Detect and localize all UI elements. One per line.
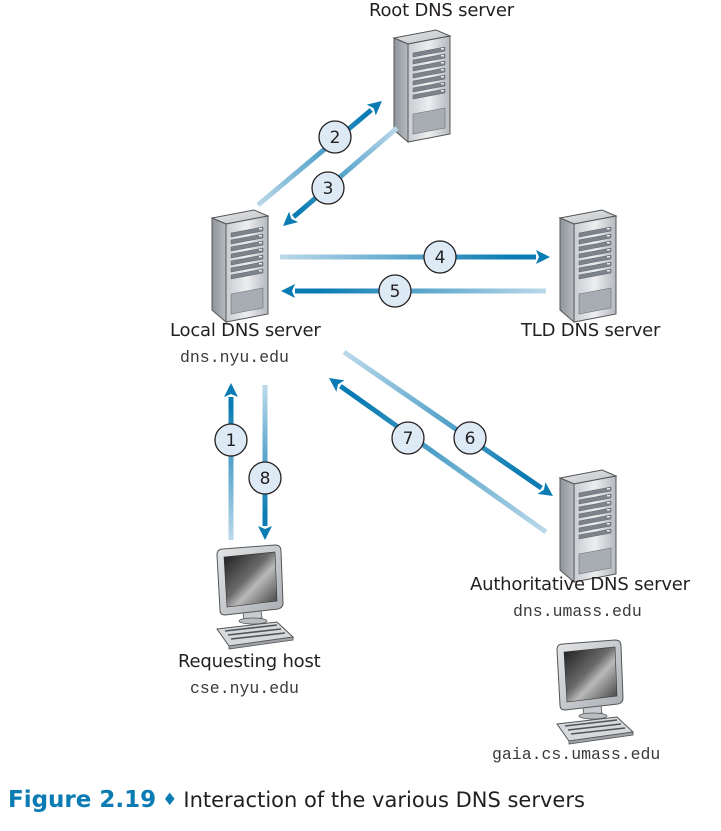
- arrowhead-step-2: [366, 101, 382, 116]
- figure-caption: Figure 2.19♦Interaction of the various D…: [8, 787, 585, 813]
- arrows-layer: [224, 101, 553, 540]
- step-number: 5: [390, 282, 401, 302]
- step-marker-4: 4: [423, 240, 457, 274]
- step-number: 4: [435, 248, 446, 268]
- target-host-computer-icon: [556, 639, 634, 745]
- arrow-step-3: [291, 126, 399, 219]
- step-marker-3: 3: [311, 171, 345, 205]
- step-marker-5: 5: [378, 274, 412, 308]
- step-circle: [453, 421, 487, 455]
- step-number: 7: [403, 429, 414, 449]
- tld-dns-server-icon: [559, 209, 617, 323]
- arrowhead-step-1: [224, 383, 238, 397]
- local-dns-server-hostname: dns.nyu.edu: [180, 348, 289, 367]
- step-circle: [214, 423, 248, 457]
- root-dns-server-label: Root DNS server: [369, 0, 514, 21]
- arrowhead-step-4: [536, 250, 550, 264]
- arrowhead-step-3: [283, 211, 299, 226]
- local-dns-server-icon: [211, 209, 269, 323]
- step-marker-6: 6: [453, 421, 487, 455]
- step-number: 6: [465, 429, 476, 449]
- arrowhead-step-6: [537, 482, 553, 496]
- arrow-step-6: [342, 349, 543, 491]
- step-number: 2: [330, 128, 341, 148]
- caption-text: Interaction of the various DNS servers: [183, 788, 585, 812]
- arrow-step-7: [338, 384, 548, 535]
- step-number: 8: [260, 469, 271, 489]
- figure-number: Figure 2.19: [8, 787, 157, 813]
- authoritative-dns-server-icon: [559, 469, 617, 583]
- step-marker-8: 8: [248, 461, 282, 495]
- local-dns-server-label: Local DNS server: [170, 320, 321, 341]
- arrowhead-step-8: [258, 526, 272, 540]
- arrow-step-2: [256, 108, 373, 207]
- step-circle: [391, 421, 425, 455]
- arrowhead-step-7: [329, 378, 345, 392]
- requesting-host-computer-icon: [216, 544, 294, 650]
- target-host-hostname: gaia.cs.umass.edu: [492, 745, 661, 764]
- requesting-host-label: Requesting host: [178, 651, 321, 672]
- step-number: 1: [226, 431, 237, 451]
- step-marker-7: 7: [391, 421, 425, 455]
- step-markers-layer: 1 2 3 4 5 6 7 8: [214, 120, 487, 495]
- arrowhead-step-5: [281, 284, 295, 298]
- authoritative-dns-server-hostname: dns.umass.edu: [513, 602, 642, 621]
- step-marker-1: 1: [214, 423, 248, 457]
- requesting-host-hostname: cse.nyu.edu: [190, 679, 299, 698]
- step-circle: [378, 274, 412, 308]
- step-number: 3: [323, 179, 334, 199]
- step-circle: [423, 240, 457, 274]
- root-dns-server-icon: [393, 29, 451, 143]
- step-marker-2: 2: [318, 120, 352, 154]
- step-circle: [311, 171, 345, 205]
- tld-dns-server-label: TLD DNS server: [521, 320, 661, 341]
- step-circle: [248, 461, 282, 495]
- caption-separator: ♦: [162, 790, 178, 810]
- authoritative-dns-server-label: Authoritative DNS server: [470, 574, 690, 595]
- step-circle: [318, 120, 352, 154]
